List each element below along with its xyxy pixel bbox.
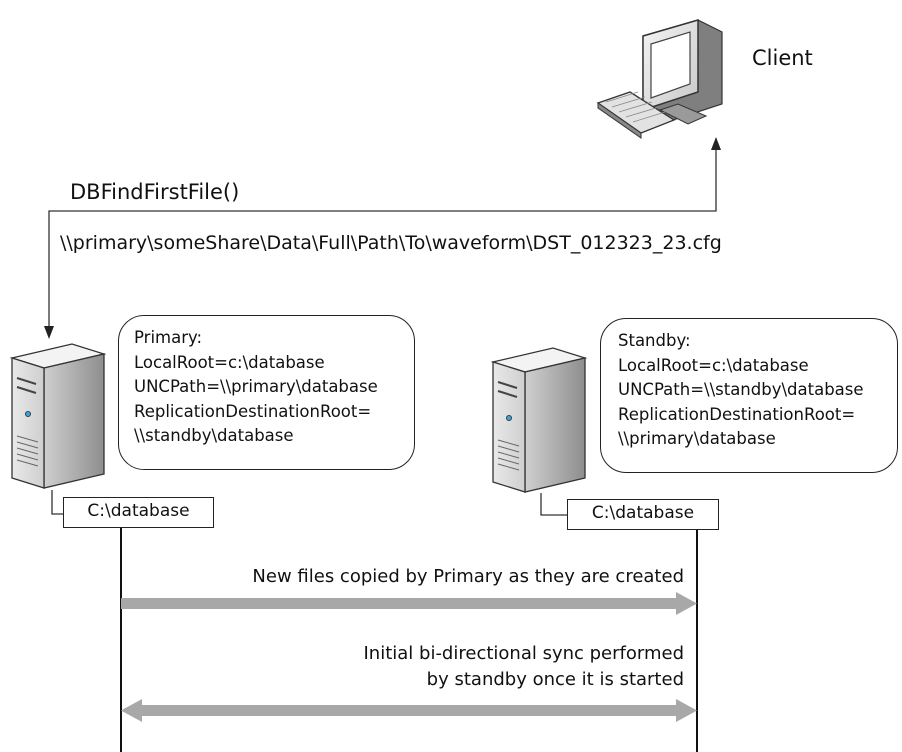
server-tower-icon	[490, 347, 588, 493]
arrowhead-down-icon	[44, 326, 54, 339]
flow-label: Initial bi-directional sync performed	[363, 643, 684, 664]
server-tower-icon	[9, 343, 107, 489]
primary-database-folder: C:\database	[63, 497, 214, 528]
arrowhead-up-icon	[711, 137, 721, 150]
config-line: Standby:	[618, 331, 691, 350]
config-line: UNCPath=\\primary\database	[134, 377, 378, 396]
config-line: LocalRoot=c:\database	[134, 352, 325, 372]
arrowhead-right-icon	[676, 699, 697, 722]
client-label: Client	[752, 46, 813, 70]
function-call-label: DBFindFirstFile()	[70, 180, 240, 204]
config-line: LocalRoot=c:\database	[618, 355, 809, 375]
standby-database-folder: C:\database	[567, 499, 719, 530]
standby-config-box: Standby: LocalRoot=c:\database UNCPath=\…	[600, 318, 898, 473]
flow-label: New files copied by Primary as they are …	[252, 566, 684, 587]
config-line: UNCPath=\\standby\database	[618, 380, 864, 399]
flow-label: by standby once it is started	[426, 669, 684, 690]
config-line: Primary:	[134, 328, 203, 347]
request-connector	[44, 137, 721, 339]
desktop-computer-icon	[596, 19, 723, 139]
arrowhead-right-icon	[676, 592, 697, 615]
primary-config-box: Primary: LocalRoot=c:\database UNCPath=\…	[118, 315, 415, 470]
file-path-label: \\primary\someShare\Data\Full\Path\To\wa…	[60, 232, 722, 254]
arrowhead-left-icon	[121, 699, 142, 722]
config-line: \\primary\database	[618, 429, 776, 448]
flow-arrow-bidirectional	[121, 699, 697, 722]
config-line: ReplicationDestinationRoot=	[134, 401, 372, 421]
config-line: \\standby\database	[134, 426, 294, 445]
flow-arrow-primary-to-standby	[121, 592, 697, 615]
config-line: ReplicationDestinationRoot=	[618, 404, 856, 424]
